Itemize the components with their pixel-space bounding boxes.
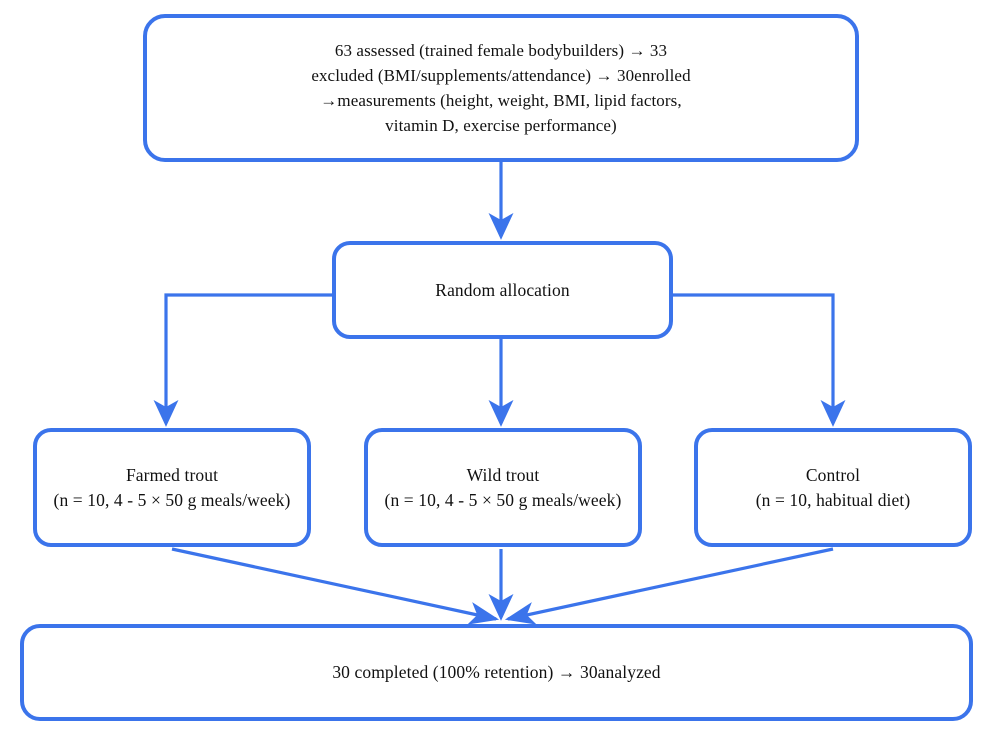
node-control-group[interactable]: Control (n = 10, habitual diet) [694,428,972,547]
node-random-allocation[interactable]: Random allocation [332,241,673,339]
node-enrollment-label: 63 assessed (trained female bodybuilders… [311,40,691,136]
edge-farmed-to-analysis [171,547,500,625]
node-random-allocation-label: Random allocation [435,279,570,300]
node-wild-trout-label: Wild trout (n = 10, 4 - 5 × 50 g meals/w… [384,464,622,510]
edge-randomization-to-control [673,293,846,427]
node-control-group-label: Control (n = 10, habitual diet) [755,464,911,510]
node-farmed-trout-label: Farmed trout (n = 10, 4 - 5 × 50 g meals… [53,464,291,510]
node-wild-trout[interactable]: Wild trout (n = 10, 4 - 5 × 50 g meals/w… [364,428,642,547]
node-farmed-trout[interactable]: Farmed trout (n = 10, 4 - 5 × 50 g meals… [33,428,311,547]
node-analysis-label: 30 completed (100% retention) → 30analyz… [332,662,661,683]
node-analysis[interactable]: 30 completed (100% retention) → 30analyz… [20,624,973,721]
edge-randomization-to-farmed [153,293,332,427]
node-enrollment[interactable]: 63 assessed (trained female bodybuilders… [143,14,859,162]
edge-control-to-analysis [504,547,834,625]
